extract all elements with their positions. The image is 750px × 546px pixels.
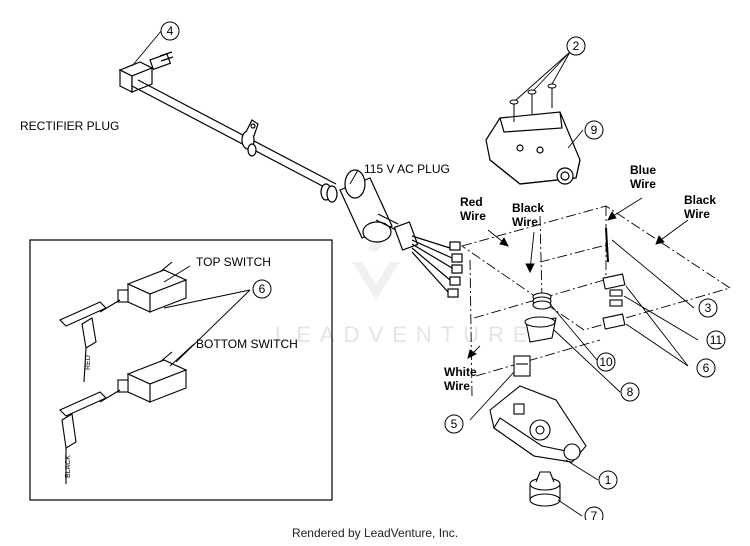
callout-2: 2: [566, 36, 586, 56]
assembly-lines: [460, 205, 732, 397]
callout-10: 10: [596, 352, 616, 372]
callout-7: 7: [584, 506, 604, 520]
lower-housing: [489, 385, 587, 463]
svg-text:11: 11: [710, 333, 723, 347]
callout-3: 3: [698, 298, 718, 318]
ac-plug: [339, 169, 419, 251]
watermark-text: LEADVENTURE: [275, 322, 537, 347]
black-tag: BLACK: [65, 455, 72, 478]
svg-text:10: 10: [599, 355, 613, 369]
callout-9: 9: [584, 120, 604, 140]
screws: [509, 83, 557, 122]
watermark: LEADVENTURE: [275, 228, 537, 347]
inset-switch-detail: RED BLACK: [29, 239, 333, 501]
leader-lines: [131, 29, 699, 517]
label-line: Wire: [512, 215, 538, 229]
svg-text:9: 9: [591, 123, 598, 137]
bottom-switch: [117, 351, 188, 403]
svg-text:7: 7: [591, 509, 598, 520]
label-line: Wire: [630, 177, 656, 191]
top-switch: [117, 261, 188, 313]
callout-8: 8: [620, 382, 640, 402]
knob: [529, 471, 561, 507]
top-switch-label: TOP SWITCH: [196, 255, 271, 269]
callout-11: 11: [706, 330, 726, 350]
footer-credit: Rendered by LeadVenture, Inc.: [291, 526, 459, 540]
power-cord-assembly: [118, 51, 463, 298]
bottom-switch-label: BOTTOM SWITCH: [196, 337, 298, 351]
label-line: Wire: [444, 379, 470, 393]
upper-housing: [485, 111, 581, 185]
wire-arrows: [467, 197, 689, 359]
label-line: Black: [512, 201, 544, 215]
svg-text:3: 3: [705, 301, 712, 315]
callout-1: 1: [598, 470, 618, 490]
label-line: Black: [684, 193, 716, 207]
label-line: Red: [460, 195, 483, 209]
svg-text:5: 5: [451, 417, 458, 431]
switch-leads: [411, 235, 463, 298]
callouts: 4 2 9 6 3 11 6 10 8 5 1 7: [160, 21, 726, 520]
cord-clamp: [241, 119, 259, 157]
svg-text:8: 8: [627, 385, 634, 399]
label-line: Wire: [460, 209, 486, 223]
rectifier-plug: [118, 51, 174, 93]
callout-6-inset: 6: [252, 279, 272, 299]
rectifier-plug-label: RECTIFIER PLUG: [20, 119, 119, 133]
red-tag: RED: [85, 355, 92, 370]
callout-6: 6: [696, 358, 716, 378]
label-line: White: [444, 365, 477, 379]
svg-text:1: 1: [605, 473, 612, 487]
callout-5: 5: [444, 414, 464, 434]
label-line: Wire: [684, 207, 710, 221]
svg-text:2: 2: [573, 39, 580, 53]
label-line: Blue: [630, 163, 656, 177]
svg-text:4: 4: [167, 24, 174, 38]
callout-4: 4: [160, 21, 180, 41]
svg-text:6: 6: [259, 282, 266, 296]
spring: [532, 292, 552, 310]
exploded-parts-diagram: LEADVENTURE: [20, 21, 732, 520]
switch-parts: [489, 227, 626, 507]
svg-text:6: 6: [703, 361, 710, 375]
ac-plug-label: 115 V AC PLUG: [364, 162, 450, 176]
